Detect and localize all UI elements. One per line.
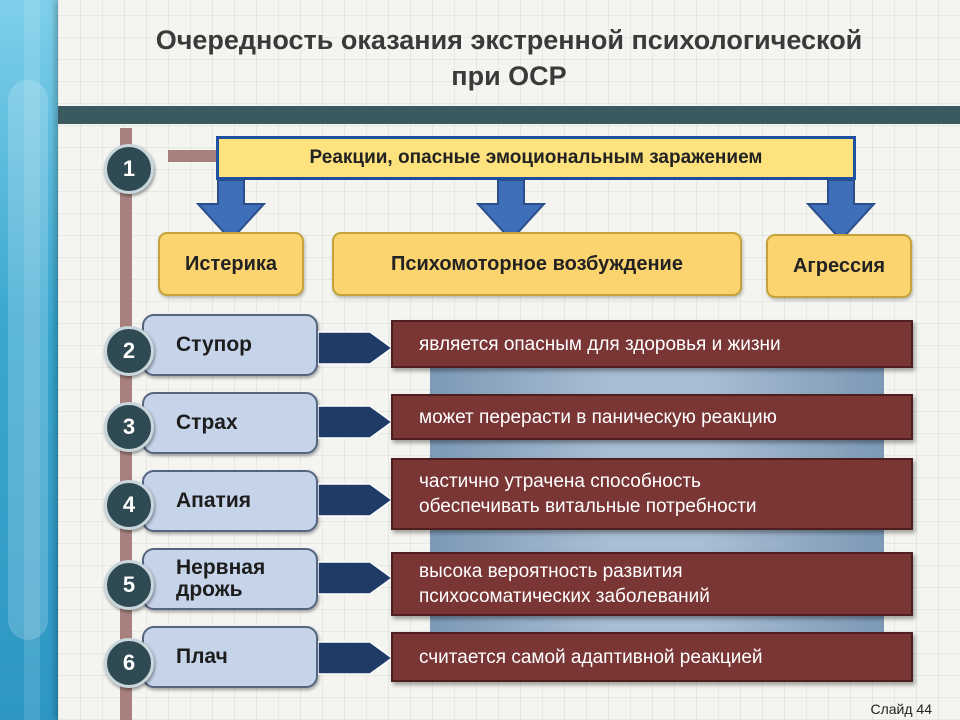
down-arrow-icon: [196, 180, 266, 242]
slide: Очередность оказания экстренной психолог…: [58, 0, 960, 720]
step-desc-tremor: высока вероятность развития психосоматич…: [391, 552, 913, 616]
step-number-6: 6: [104, 638, 154, 688]
step-label-text: Нервная: [176, 556, 266, 579]
step-desc-fear: может перерасти в паническую реакцию: [391, 394, 913, 440]
title-line: при ОСР: [451, 61, 567, 91]
right-arrow-icon: [318, 331, 394, 365]
step-desc-text: высока вероятность развития: [419, 561, 683, 582]
step-desc-text: является опасным для здоровья и жизни: [419, 333, 781, 355]
step-desc-stupor: является опасным для здоровья и жизни: [391, 320, 913, 368]
step-number-2: 2: [104, 326, 154, 376]
step-desc-text: обеспечивать витальные потребности: [419, 496, 757, 517]
step-label-fear: Страх: [142, 392, 318, 454]
step-label-text: дрожь: [176, 578, 243, 601]
right-arrow-icon: [318, 641, 394, 675]
decorative-strip: [0, 0, 62, 720]
decor-shape: [24, 0, 40, 720]
category-psychomotor: Психомоторное возбуждение: [332, 232, 742, 296]
right-arrow-icon: [318, 483, 394, 517]
step-number-4: 4: [104, 480, 154, 530]
step-desc-crying: считается самой адаптивной реакцией: [391, 632, 913, 682]
step-desc-apathy: частично утрачена способность обеспечива…: [391, 458, 913, 530]
step-label-text: Плач: [176, 645, 228, 668]
step-label-stupor: Ступор: [142, 314, 318, 376]
title-bar: [58, 106, 960, 124]
step-label-text: Ступор: [176, 333, 252, 356]
right-arrow-icon: [318, 405, 394, 439]
category-hysteria: Истерика: [158, 232, 304, 296]
decor-shape: [8, 80, 48, 640]
step-number-3: 3: [104, 402, 154, 452]
right-arrow-icon: [318, 561, 394, 595]
step-label-tremor: Нервная дрожь: [142, 548, 318, 610]
step-desc-text: считается самой адаптивной реакцией: [419, 646, 763, 668]
step-desc-text: частично утрачена способность: [419, 471, 701, 492]
down-arrow-icon: [476, 180, 546, 242]
step-label-apathy: Апатия: [142, 470, 318, 532]
step-label-text: Апатия: [176, 489, 251, 512]
step-label-crying: Плач: [142, 626, 318, 688]
step-number-5: 5: [104, 560, 154, 610]
slide-number: Слайд 44: [870, 701, 932, 717]
step-number-1: 1: [104, 144, 154, 194]
step-desc-text: может перерасти в паническую реакцию: [419, 406, 777, 428]
slide-title: Очередность оказания экстренной психолог…: [58, 22, 960, 94]
category-aggression: Агрессия: [766, 234, 912, 298]
step-label-text: Страх: [176, 411, 238, 434]
down-arrow-icon: [806, 180, 876, 242]
step-desc-text: психосоматических заболеваний: [419, 586, 710, 607]
reaction-header: Реакции, опасные эмоциональным заражение…: [216, 136, 856, 180]
title-line: Очередность оказания экстренной психолог…: [155, 25, 863, 55]
